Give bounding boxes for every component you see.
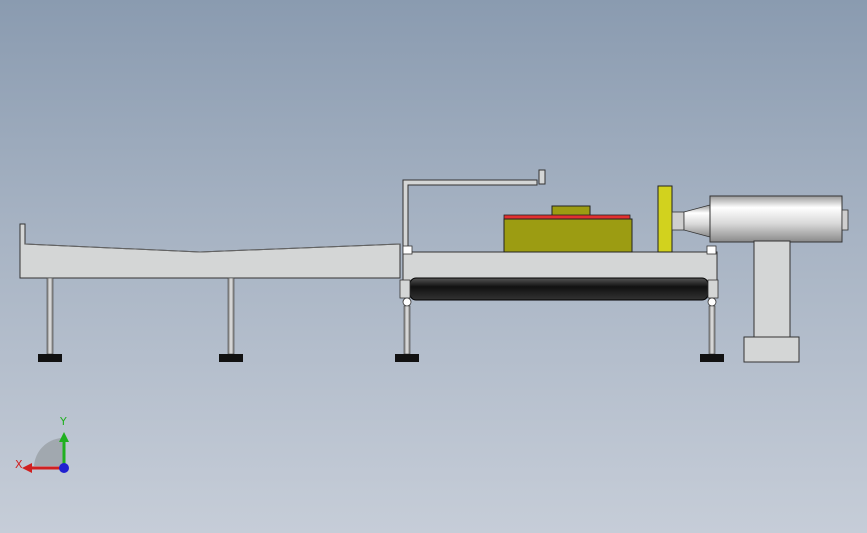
trough-leg-2[interactable] [219, 277, 243, 362]
orientation-triad: Y X [15, 415, 69, 473]
motor[interactable] [709, 195, 849, 243]
motor-stand[interactable] [743, 240, 800, 363]
conveyor-leg-left[interactable] [395, 297, 419, 362]
roller[interactable] [409, 277, 709, 301]
trough-bed[interactable] [19, 223, 401, 279]
x-axis-label: X [15, 458, 23, 471]
yellow-plate[interactable] [657, 185, 673, 253]
conveyor-leg-right[interactable] [700, 297, 724, 362]
coupling[interactable] [671, 211, 685, 231]
conveyor-frame[interactable] [402, 251, 718, 283]
press-block[interactable] [503, 205, 633, 253]
guide-rod-knob[interactable] [538, 169, 546, 185]
z-axis-dot [59, 463, 69, 473]
trough-leg-1[interactable] [38, 277, 62, 362]
y-axis-label: Y [59, 415, 67, 428]
